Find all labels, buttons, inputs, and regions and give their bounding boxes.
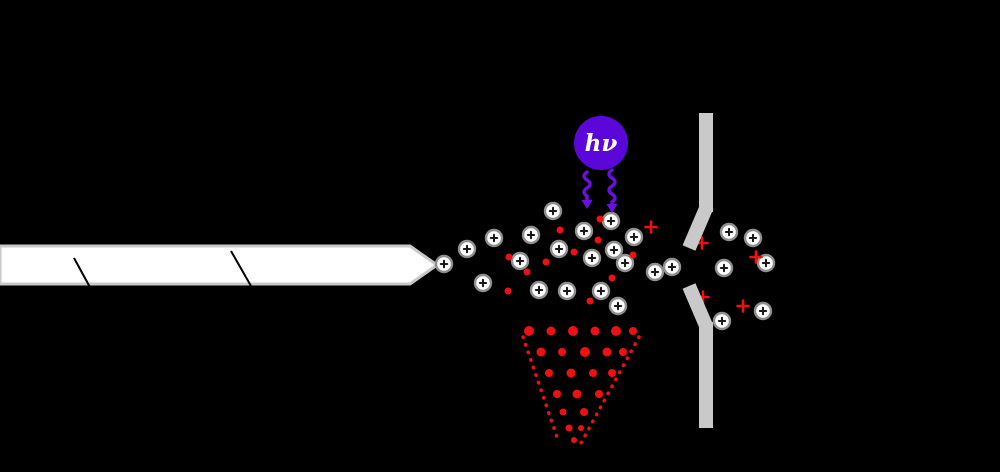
label-leader-line xyxy=(230,250,256,294)
ion-plus-icon xyxy=(749,250,763,264)
spray-droplet xyxy=(578,425,584,431)
molecule-icon xyxy=(645,262,665,282)
molecule-icon xyxy=(591,281,611,301)
spray-droplet xyxy=(595,390,603,398)
spray-droplet xyxy=(589,369,597,377)
spray-cone-edge xyxy=(521,335,561,445)
molecule-icon xyxy=(473,273,493,293)
orifice-plate-top-bevel xyxy=(682,203,714,251)
orifice-plate-top xyxy=(699,113,713,212)
molecule-icon xyxy=(719,222,739,242)
molecule-icon xyxy=(662,257,682,277)
spray-droplet xyxy=(580,408,588,416)
spray-droplet xyxy=(568,326,578,336)
photon-circle xyxy=(574,116,628,170)
red-dot xyxy=(505,253,513,261)
spray-droplet xyxy=(571,437,577,443)
molecule-icon xyxy=(457,239,477,259)
red-dot xyxy=(596,215,604,223)
molecule-icon xyxy=(543,201,563,221)
molecule-icon xyxy=(521,225,541,245)
red-dot xyxy=(570,248,578,256)
molecule-icon xyxy=(712,311,732,331)
spray-droplet xyxy=(559,408,567,416)
orifice-plate-bottom xyxy=(699,322,713,428)
molecule-icon xyxy=(604,240,624,260)
molecule-icon xyxy=(608,296,628,316)
spray-droplet xyxy=(611,326,621,336)
molecule-icon xyxy=(743,228,763,248)
photon-label: hν xyxy=(585,130,618,157)
spray-droplet xyxy=(608,369,616,377)
red-dot xyxy=(629,251,637,259)
spray-droplet xyxy=(572,389,582,399)
ion-plus-icon xyxy=(644,220,658,234)
photon-arrow-icon xyxy=(606,168,618,213)
molecule-icon xyxy=(510,251,530,271)
red-dot xyxy=(608,274,616,282)
spray-droplet xyxy=(558,348,566,356)
molecule-icon xyxy=(434,254,454,274)
ion-plus-icon xyxy=(736,299,750,313)
molecule-icon xyxy=(624,227,644,247)
spray-droplet xyxy=(546,326,556,336)
molecule-icon xyxy=(529,280,549,300)
molecule-icon xyxy=(714,258,734,278)
molecule-icon xyxy=(557,281,577,301)
red-dot xyxy=(556,226,564,234)
spray-droplet xyxy=(590,326,600,336)
red-dot xyxy=(594,236,602,244)
spray-droplet xyxy=(553,390,561,398)
molecule-icon xyxy=(582,248,602,268)
red-dot xyxy=(586,297,594,305)
red-dot xyxy=(504,287,512,295)
spray-droplet xyxy=(619,348,627,356)
photon-arrow-icon xyxy=(581,170,593,209)
spray-droplet xyxy=(629,327,637,335)
spray-droplet xyxy=(524,326,534,336)
spray-droplet xyxy=(566,368,576,378)
molecule-icon xyxy=(753,301,773,321)
spray-droplet xyxy=(536,347,546,357)
red-dot xyxy=(542,258,550,266)
red-dot xyxy=(523,268,531,276)
molecule-icon xyxy=(756,253,776,273)
spray-droplet xyxy=(545,369,553,377)
molecule-icon xyxy=(484,228,504,248)
spray-droplet xyxy=(580,347,590,357)
orifice-plate-bottom-bevel xyxy=(682,283,714,331)
molecule-icon xyxy=(549,239,569,259)
molecule-icon xyxy=(574,221,594,241)
label-leader-line xyxy=(73,257,98,301)
spray-droplet xyxy=(602,347,612,357)
molecule-icon xyxy=(615,253,635,273)
spray-droplet xyxy=(565,424,573,432)
molecule-icon xyxy=(601,211,621,231)
